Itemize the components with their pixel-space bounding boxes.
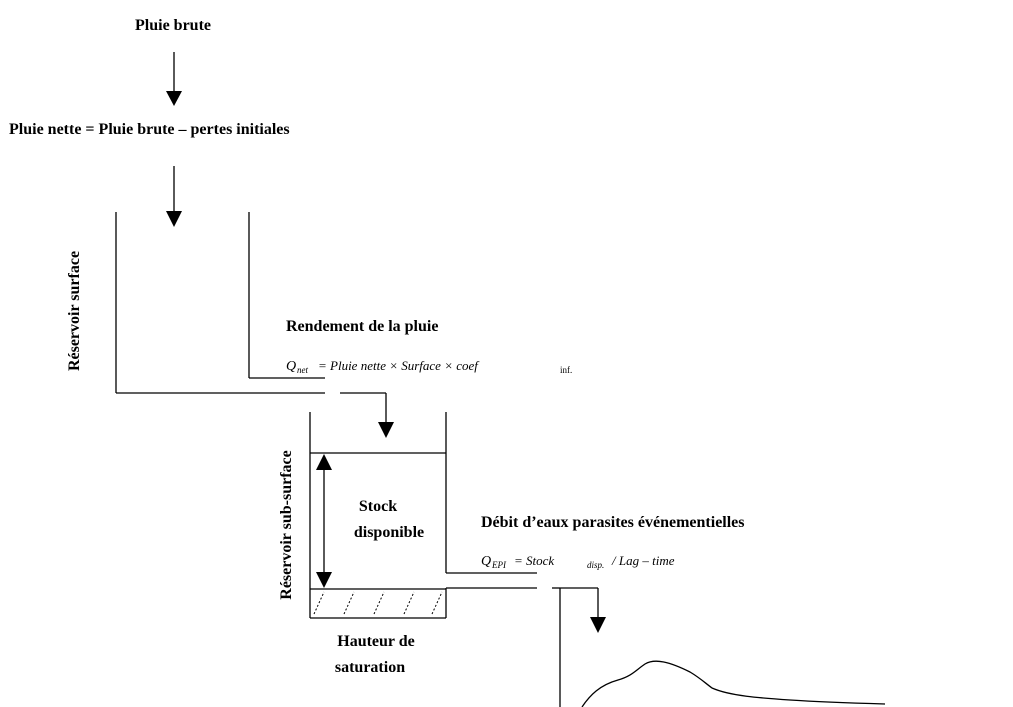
- qnet-rhs-sub: inf.: [560, 365, 572, 375]
- rendement-label: Rendement de la pluie: [286, 318, 438, 335]
- hydrograph-curve: [581, 660, 886, 707]
- pluie-brute-label: Pluie brute: [135, 17, 211, 34]
- arrow-surface-to-subsurface: [368, 392, 394, 438]
- reservoir-subsurface: [309, 412, 560, 619]
- stock-label-line2: disponible: [354, 524, 424, 541]
- stock-double-arrow: [316, 454, 332, 588]
- qnet-q: Q: [286, 359, 296, 374]
- qepi-rhs1: = Stock: [514, 553, 554, 568]
- reservoir-surface-label: Réservoir surface: [66, 251, 83, 371]
- qepi-rhs2: / Lag – time: [611, 553, 675, 568]
- arrow-subsurface-out: [560, 587, 606, 633]
- debit-label: Débit d’eaux parasites événementielles: [481, 514, 745, 531]
- qnet-equation: Q net = Pluie nette × Surface × coef inf…: [286, 358, 572, 375]
- qepi-rhs-sub: disp.: [587, 560, 604, 570]
- pluie-nette-label: Pluie nette = Pluie brute – pertes initi…: [9, 121, 290, 138]
- hauteur-label-line1: Hauteur de: [337, 633, 414, 650]
- stock-label-line1: Stock: [359, 498, 397, 515]
- qepi-q: Q: [481, 554, 491, 569]
- reservoir-subsurface-label: Réservoir sub-surface: [278, 450, 295, 599]
- reservoir-surface: [115, 212, 368, 394]
- hauteur-label-line2: saturation: [335, 659, 405, 676]
- arrow-pluie-nette: [166, 166, 182, 227]
- saturation-hatch: [313, 591, 443, 615]
- qnet-rhs: = Pluie nette × Surface × coef: [318, 358, 480, 373]
- qepi-sub: EPI: [491, 560, 507, 570]
- qepi-equation: Q EPI = Stock disp. / Lag – time: [481, 553, 675, 570]
- qnet-sub: net: [297, 365, 308, 375]
- arrow-pluie-brute: [166, 52, 182, 106]
